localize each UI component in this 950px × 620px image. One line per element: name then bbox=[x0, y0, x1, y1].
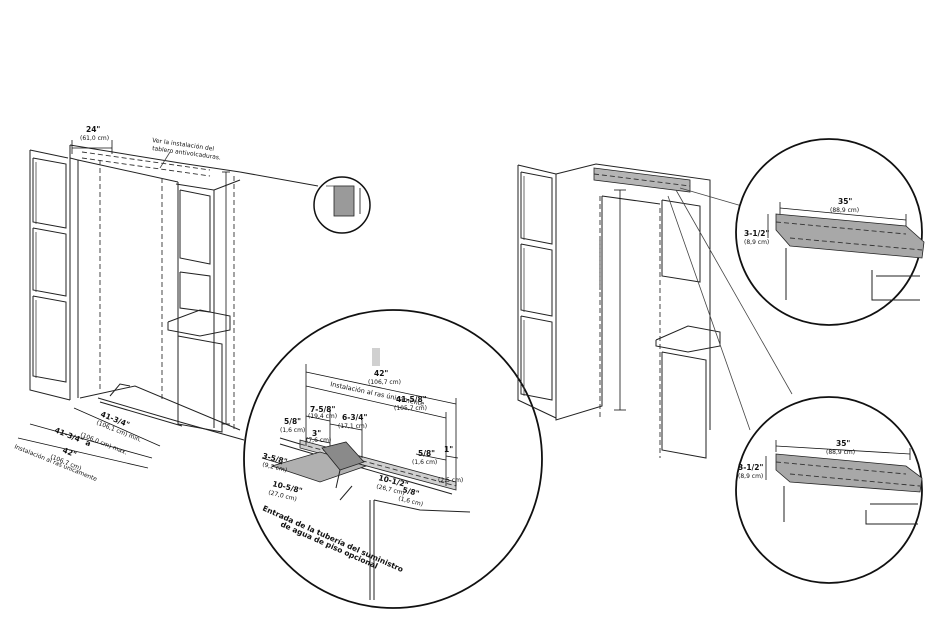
top-width-dimension: 24" (61,0 cm) bbox=[71, 125, 113, 154]
detail-overall-metric: (106,7 cm) bbox=[368, 379, 401, 386]
top-detail-height-metric: (8,9 cm) bbox=[744, 239, 769, 246]
left-side-cabinets bbox=[29, 149, 71, 401]
detail-6-3-4-metric: (17,1 cm) bbox=[338, 423, 367, 430]
right-cabinet-view: 35" (88,9 cm) 3-1/2" (8,9 cm) 35" (88,9 … bbox=[517, 138, 925, 584]
detail-3-metric: (7,6 cm) bbox=[306, 437, 331, 444]
bottom-header-detail-circle: 35" (88,9 cm) 3-1/2" (8,9 cm) bbox=[735, 396, 923, 584]
detail-overall-label: 42" bbox=[374, 369, 388, 378]
detail-5-8-left-metric: (1,6 cm) bbox=[280, 427, 305, 434]
depth-dimensions: 41-3/4" (106,1 cm) min. 41-3/4" a (106,0… bbox=[13, 407, 161, 483]
left-cabinet-view: 24" (61,0 cm) Ver la instalación del tab… bbox=[13, 125, 543, 609]
cutout-opening bbox=[69, 144, 319, 441]
detail-1-label: 1" bbox=[444, 445, 453, 454]
bottom-detail-width-metric: (88,9 cm) bbox=[826, 449, 855, 456]
bottom-detail-height-metric: (8,9 cm) bbox=[738, 473, 763, 480]
top-width-label: 24" bbox=[86, 125, 100, 134]
detail-6-3-4-label: 6-3/4" bbox=[342, 413, 368, 422]
detail-5-8-right-label: 5/8" bbox=[418, 449, 435, 458]
depth-c-note: Instalación al ras únicamente bbox=[13, 443, 98, 483]
right-cutout bbox=[555, 163, 793, 459]
top-detail-width-label: 35" bbox=[838, 197, 852, 206]
top-header-detail-circle: 35" (88,9 cm) 3-1/2" (8,9 cm) bbox=[735, 138, 925, 326]
top-detail-width-metric: (88,9 cm) bbox=[830, 207, 859, 214]
detail-5-8-left-label: 5/8" bbox=[284, 417, 301, 426]
top-width-metric: (61,0 cm) bbox=[80, 135, 109, 142]
detail-7-5-8-metric: (19,4 cm) bbox=[308, 413, 337, 420]
detail-5-8-right-metric: (1,6 cm) bbox=[412, 459, 437, 466]
bottom-detail-height-label: 3-1/2" bbox=[738, 463, 764, 472]
detail-1-metric: (2,5 cm) bbox=[438, 477, 463, 484]
floor-detail-circle: 42" (106,7 cm) Instalación al ras únicam… bbox=[243, 309, 543, 609]
detail-inner-metric: (105,7 cm) bbox=[394, 405, 427, 412]
right-side-cabinets bbox=[517, 164, 557, 419]
detail-3-label: 3" bbox=[312, 429, 321, 438]
detail-7-5-8-label: 7-5/8" bbox=[310, 405, 336, 414]
detail-5-8-bottom-label: 5/8" bbox=[402, 485, 421, 498]
corner-zoom-circle bbox=[313, 176, 371, 234]
detail-inner-label: 41-5/8" bbox=[396, 395, 427, 404]
top-detail-height-label: 3-1/2" bbox=[744, 229, 770, 238]
bottom-detail-width-label: 35" bbox=[836, 439, 850, 448]
